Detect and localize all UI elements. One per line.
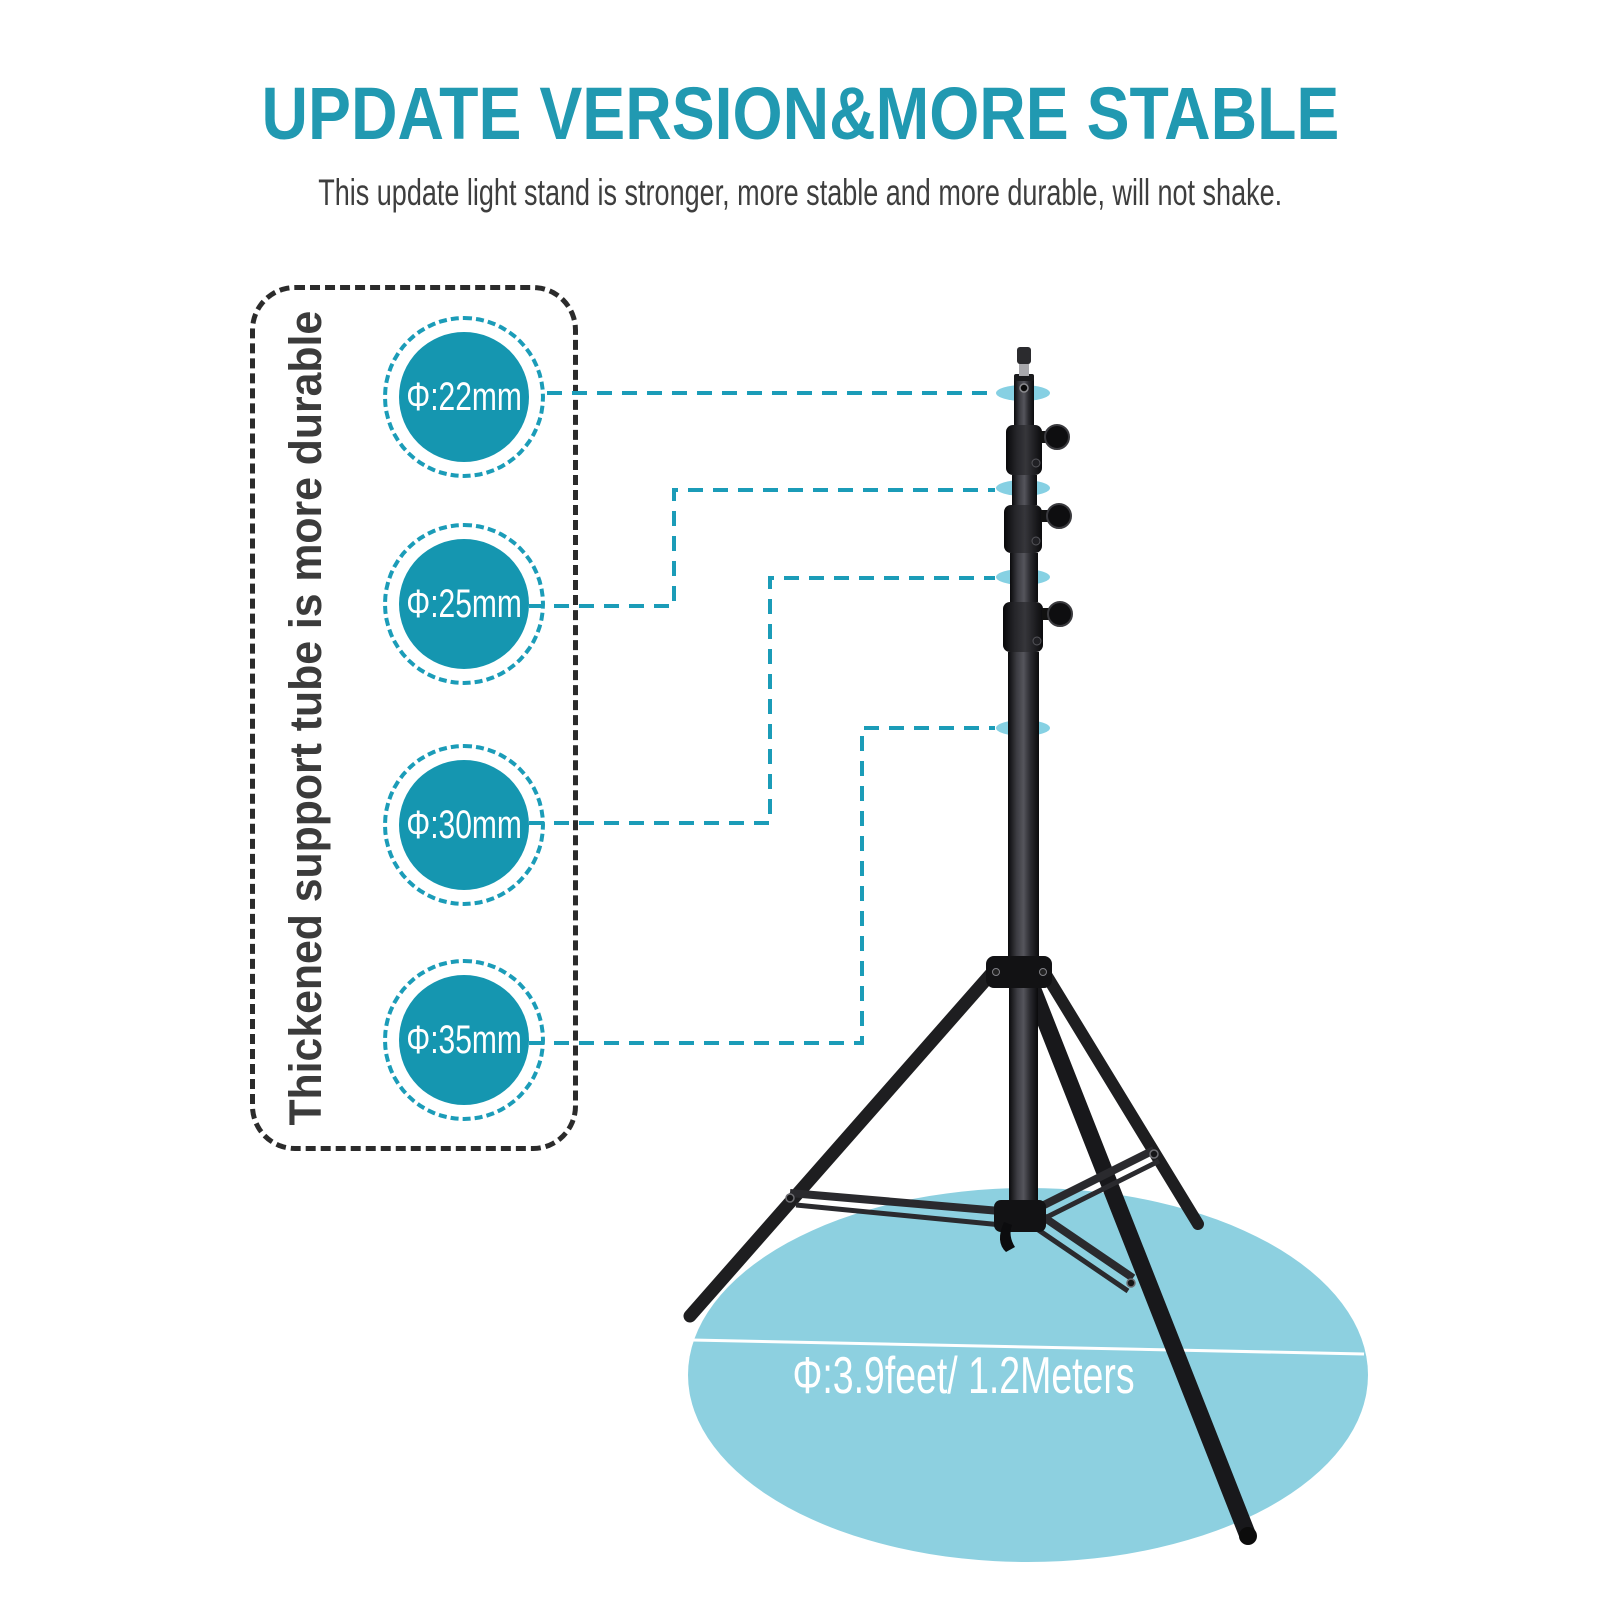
collar-bolt xyxy=(1039,968,1047,976)
pole-tube-30mm xyxy=(1010,553,1038,602)
brace-bolts xyxy=(785,1149,1159,1288)
pole-highlight xyxy=(996,385,1050,401)
diameter-badge-disc: Φ:35mm xyxy=(399,975,529,1105)
diameter-connectors xyxy=(529,391,995,1045)
brace-bolt xyxy=(785,1193,795,1203)
clamp-knob-stem xyxy=(1041,510,1053,522)
page-title-text: UPDATE VERSION&MORE STABLE xyxy=(261,72,1339,155)
diameter-badge-35mm: Φ:35mm xyxy=(383,959,545,1121)
section-clamp-1 xyxy=(1006,425,1042,475)
connector-line-30mm xyxy=(529,576,995,825)
pole-pin-hole xyxy=(1019,383,1029,393)
leg-brace-left-lower xyxy=(795,1202,1003,1228)
leg-braces xyxy=(789,1146,1161,1294)
pole-highlights xyxy=(996,385,1050,736)
page-title: UPDATE VERSION&MORE STABLE xyxy=(0,76,1600,152)
leg-brace-back-right-lower xyxy=(1045,1158,1161,1220)
tripod-leg-back-left xyxy=(683,959,1005,1323)
leg-brace-front-lower xyxy=(1035,1226,1130,1294)
leg-brace-front xyxy=(1039,1212,1136,1282)
clamp-knob-stem xyxy=(1042,608,1054,620)
spigot-shaft xyxy=(1019,362,1029,376)
section-clamp-2 xyxy=(1004,505,1042,553)
hub-lever xyxy=(999,1222,1015,1252)
footprint-label: Φ:3.9feet/ 1.2Meters xyxy=(792,1347,1136,1405)
tripod-leg-front xyxy=(1017,963,1257,1545)
diameter-badge-30mm: Φ:30mm xyxy=(383,744,545,906)
spigot-base xyxy=(1014,374,1034,381)
clamp-bolt xyxy=(1031,458,1041,468)
pole-lower-tube xyxy=(1009,988,1038,1220)
tripod-leg-back-right xyxy=(1036,962,1204,1230)
page-subtitle-text: This update light stand is stronger, mor… xyxy=(318,172,1282,213)
pole-tube-25mm xyxy=(1012,475,1037,505)
leg-brace-back-right xyxy=(1042,1146,1156,1209)
page-subtitle: This update light stand is stronger, mor… xyxy=(0,170,1600,216)
connector-line-25mm xyxy=(529,488,995,608)
pole-highlight xyxy=(996,480,1050,496)
connector-line-35mm xyxy=(529,726,995,1045)
leg-brace-left xyxy=(789,1189,1001,1215)
diameter-badge-label: Φ:25mm xyxy=(406,581,522,626)
diameter-badge-22mm: Φ:22mm xyxy=(383,316,545,478)
feature-panel-vertical-label: Thickened support tube is more durable xyxy=(280,310,331,1126)
diameter-badge-label: Φ:30mm xyxy=(406,802,522,847)
diameter-badge-disc: Φ:25mm xyxy=(399,539,529,669)
pole-highlight xyxy=(996,720,1050,736)
clamp-knob-icon xyxy=(1046,503,1072,529)
diameter-badge-disc: Φ:22mm xyxy=(399,332,529,462)
section-clamp-3 xyxy=(1003,602,1043,652)
clamp-knob-icon xyxy=(1047,601,1073,627)
clamp-knob-stem xyxy=(1040,431,1052,443)
clamp-knob-icon xyxy=(1044,424,1070,450)
diameter-badge-disc: Φ:30mm xyxy=(399,760,529,890)
diameter-badge-25mm: Φ:25mm xyxy=(383,523,545,685)
pole-highlight xyxy=(996,569,1050,585)
diameter-badge-label: Φ:35mm xyxy=(406,1017,522,1062)
stand-spigot xyxy=(1014,347,1034,381)
front-leg-foot-cap xyxy=(1239,1527,1257,1545)
brace-bolt xyxy=(1126,1278,1136,1288)
clamp-bolt xyxy=(1032,636,1042,646)
pole-tube-35mm xyxy=(1008,652,1039,962)
brace-bolt xyxy=(1149,1149,1159,1159)
clamp-bolt xyxy=(1031,536,1041,546)
collar-bolt xyxy=(992,968,1000,976)
diameter-badge-label: Φ:22mm xyxy=(406,374,522,419)
pole-tube-22mm xyxy=(1014,379,1034,427)
lower-slider-hub xyxy=(994,1200,1046,1232)
leg-hinge-collar xyxy=(986,956,1052,988)
spigot-tip xyxy=(1017,347,1031,364)
